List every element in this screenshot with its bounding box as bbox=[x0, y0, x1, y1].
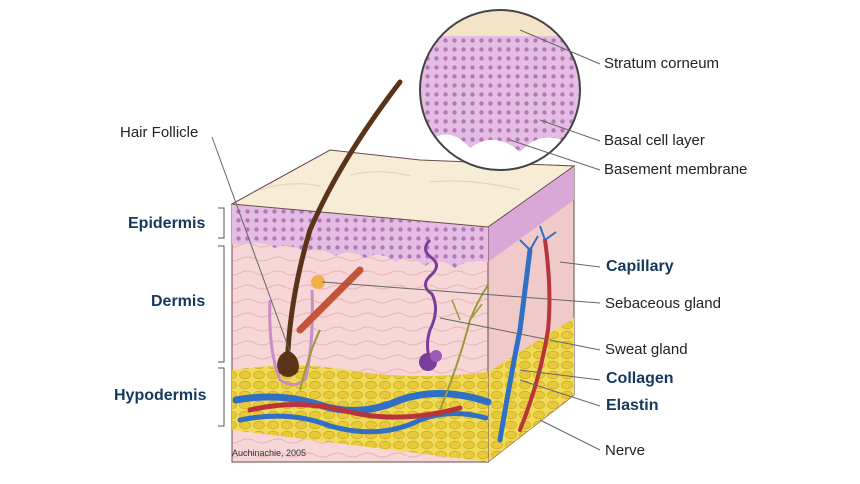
hypodermis-label: Hypodermis bbox=[114, 387, 207, 404]
image-credit: Auchinachie, 2005 bbox=[232, 448, 307, 458]
sebaceous-gland-label: Sebaceous gland bbox=[605, 295, 721, 312]
magnified-epidermis-circle bbox=[419, 9, 581, 171]
basal-cell-layer-label: Basal cell layer bbox=[604, 132, 705, 149]
blood-vessels bbox=[232, 225, 557, 443]
basement-membrane-label: Basement membrane bbox=[604, 161, 748, 178]
sweat-gland-shape bbox=[419, 238, 442, 371]
leader-lines bbox=[211, 29, 601, 451]
elastin-label: Elastin bbox=[606, 397, 659, 414]
sweat-gland-label: Sweat gland bbox=[605, 341, 688, 358]
hair-follicle-shape bbox=[268, 79, 403, 386]
dermis-label: Dermis bbox=[151, 293, 206, 310]
hair-follicle-label: Hair Follicle bbox=[120, 124, 199, 141]
collagen-label: Collagen bbox=[606, 370, 674, 387]
epidermis-label: Epidermis bbox=[128, 215, 206, 232]
nerves bbox=[299, 284, 489, 411]
stratum-corneum-label: Stratum corneum bbox=[604, 55, 720, 72]
layer-brackets bbox=[218, 207, 225, 427]
nerve-label: Nerve bbox=[605, 442, 646, 459]
capillary-label: Capillary bbox=[606, 258, 674, 275]
